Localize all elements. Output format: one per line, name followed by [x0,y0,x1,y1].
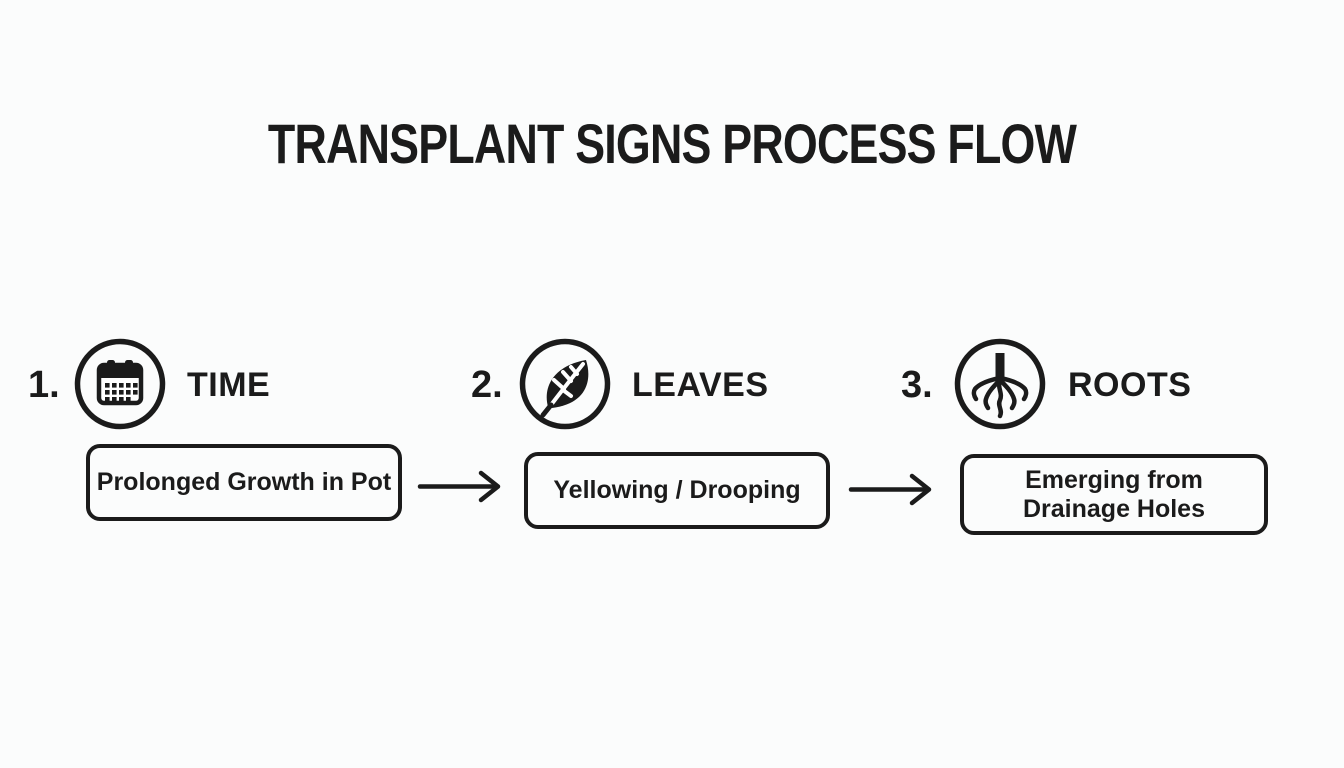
arrow-right-icon [848,471,936,508]
flow-box-text-line-2: Drainage Holes [1022,494,1205,523]
flow-box-text-line-1: Emerging from [1025,465,1203,494]
step-number-3: 3. [901,364,933,406]
step-label-roots: ROOTS [1068,366,1192,404]
arrow-right-icon [417,468,505,505]
step-label-leaves: LEAVES [632,366,769,404]
step-label-time: TIME [187,366,271,404]
flow-box-text: Prolonged Growth in Pot [96,468,392,496]
calendar-icon [74,338,166,430]
flow-box-text: Yellowing / Drooping [553,476,801,504]
roots-icon [954,338,1046,430]
flow-box-time: Prolonged Growth in Pot [86,444,402,521]
flow-box-roots: Emerging from Drainage Holes [960,454,1268,535]
step-number-1: 1. [28,364,60,406]
flow-box-leaves: Yellowing / Drooping [524,452,830,529]
step-number-2: 2. [471,364,503,406]
page-title: TRANSPLANT SIGNS PROCESS FLOW [267,112,1077,175]
leaf-icon [519,338,611,430]
